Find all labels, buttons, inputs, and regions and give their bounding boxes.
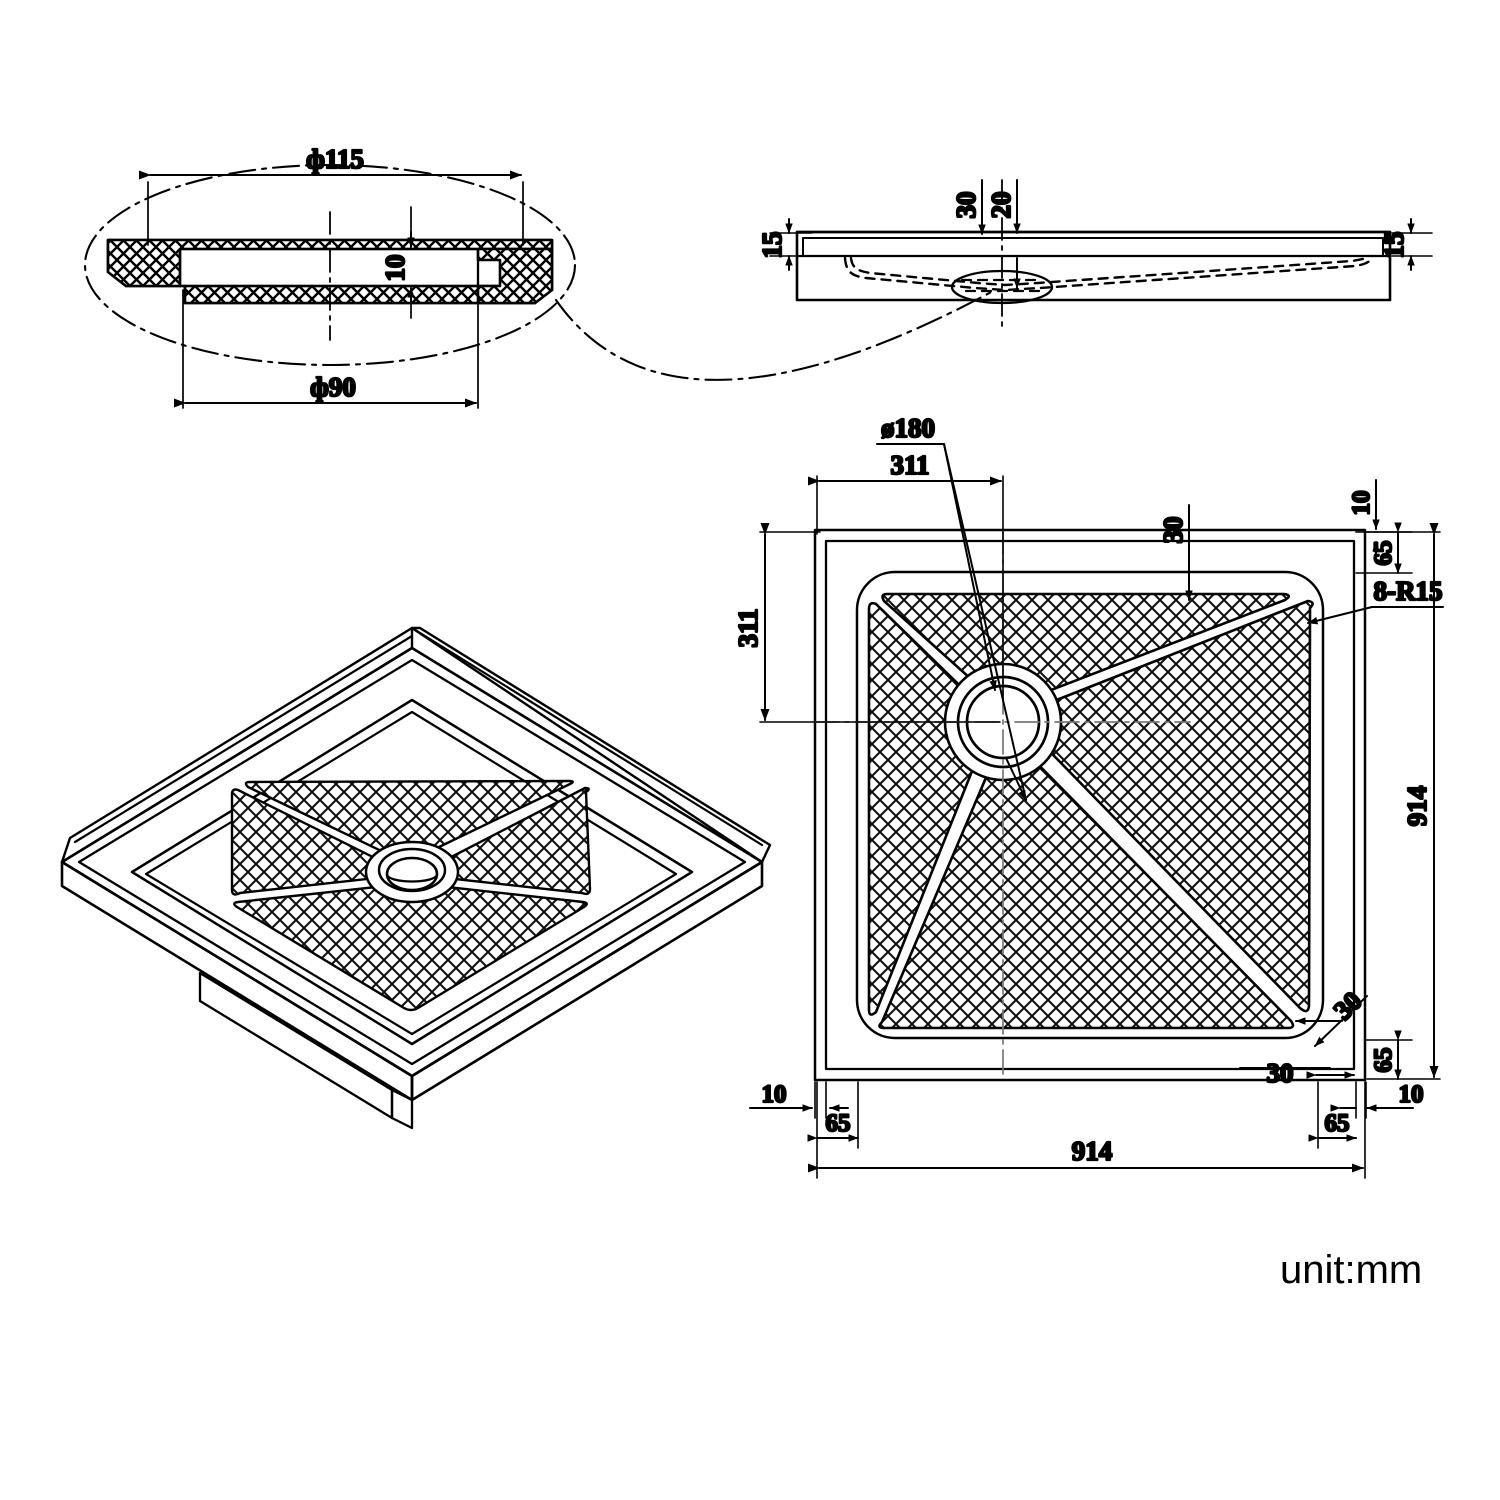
dim-flange-br2: 65 — [1308, 1081, 1357, 1149]
dim-label-pad-inset-corner: 30 — [1267, 1058, 1294, 1088]
elevation-floor-hidden-a — [843, 254, 1374, 292]
dim-center-offset-x: 311 — [808, 449, 1004, 701]
iso-drain-inner — [385, 856, 439, 892]
dim-pad-inset-corner: 30 — [1239, 1057, 1355, 1089]
dim-label-spoke-width-top: 30 — [1158, 517, 1188, 544]
dim-wall-thickness-bl: 10 — [749, 1080, 849, 1119]
dim-label-overall-width: 914 — [1072, 1136, 1113, 1166]
dim-label-flange-br2: 65 — [1325, 1110, 1350, 1137]
dim-inner-diameter: ф90 — [174, 289, 479, 409]
dim-flange-br: 65 — [1365, 1030, 1413, 1080]
note-corner-radius: 8-R15 — [1307, 575, 1444, 625]
dim-drain-drop: 20 — [985, 179, 1021, 289]
dim-label-wall-thickness-tr: 10 — [1348, 491, 1375, 516]
plan-outer-flange — [813, 528, 1367, 1082]
dim-overall-width: 914 — [808, 1081, 1366, 1179]
dim-flange-thickness: 10 — [379, 206, 415, 319]
flange-section-hatch-right — [476, 247, 554, 305]
dim-spoke-width-top: 30 — [1157, 504, 1193, 601]
dim-flange-bl: 65 — [807, 1081, 859, 1149]
dim-label-flange-br: 65 — [1370, 1048, 1397, 1073]
dim-label-right-lip: 15 — [1379, 232, 1409, 259]
iso-basin-floor — [130, 698, 694, 1046]
dim-right-lip: 15 — [1378, 218, 1433, 271]
dim-label-center-offset-y: 311 — [733, 608, 763, 647]
dim-label-drain-diameter: ø180 — [881, 413, 935, 443]
dim-center-offset-y: 311 — [732, 523, 1001, 723]
iso-apron-left — [198, 971, 394, 1120]
unit-note: unit:mm — [1280, 1248, 1422, 1292]
side-elevation-view: 15 15 30 20 — [756, 179, 1433, 331]
dim-wall-thickness-br: 10 — [1330, 1080, 1425, 1119]
dim-drain-diameter: ø180 — [876, 412, 1027, 801]
iso-apron — [390, 1088, 414, 1130]
dim-label-center-offset-x: 311 — [890, 450, 929, 480]
dim-label-inner-diameter: ф90 — [310, 372, 356, 402]
detail-boundary-ellipse — [83, 163, 577, 367]
dim-label-wall-thickness-br: 10 — [1399, 1081, 1424, 1108]
dim-label-left-lip: 15 — [757, 232, 787, 259]
dim-outer-diameter: ф115 — [139, 143, 524, 246]
dim-label-overall-height: 914 — [1402, 786, 1432, 827]
dim-label-flange-thickness: 10 — [380, 255, 410, 282]
dim-left-lip: 15 — [756, 218, 813, 271]
iso-wall-back-left — [60, 626, 414, 864]
dim-label-flange-bl: 65 — [826, 1110, 851, 1137]
plan-inner-wall — [824, 539, 1356, 1071]
detail-view-drain-flange: ф115 ф90 10 — [83, 143, 997, 409]
plan-basin-outline — [855, 570, 1325, 1040]
dim-center-depth: 30 — [950, 179, 986, 235]
dim-label-center-depth: 30 — [951, 192, 981, 219]
iso-rim-inner — [77, 658, 747, 1066]
dim-label-wall-thickness-bl: 10 — [762, 1081, 787, 1108]
detail-link-leader — [554, 288, 997, 381]
dim-label-corner-radius: 8-R15 — [1374, 576, 1443, 606]
dim-label-outer-diameter: ф115 — [306, 144, 364, 174]
dim-overall-height: 914 — [1366, 523, 1441, 1080]
elevation-body — [795, 230, 1392, 302]
isometric-view — [60, 626, 772, 1130]
plan-antislip-pads — [867, 592, 1314, 1030]
elevation-floor-hidden-b — [849, 254, 1368, 287]
iso-wall-back-right — [410, 626, 772, 864]
dim-label-drain-drop: 20 — [986, 192, 1016, 219]
dim-label-flange-tr: 65 — [1370, 541, 1397, 566]
iso-antislip-pads — [230, 779, 592, 1012]
dim-wall-thickness-tr: 10 — [1347, 479, 1380, 561]
dim-label-spoke-width-corner: 30 — [1327, 985, 1367, 1025]
plan-view: 311 311 ø180 30 10 — [732, 412, 1444, 1179]
dim-flange-tr: 65 — [1355, 522, 1413, 574]
